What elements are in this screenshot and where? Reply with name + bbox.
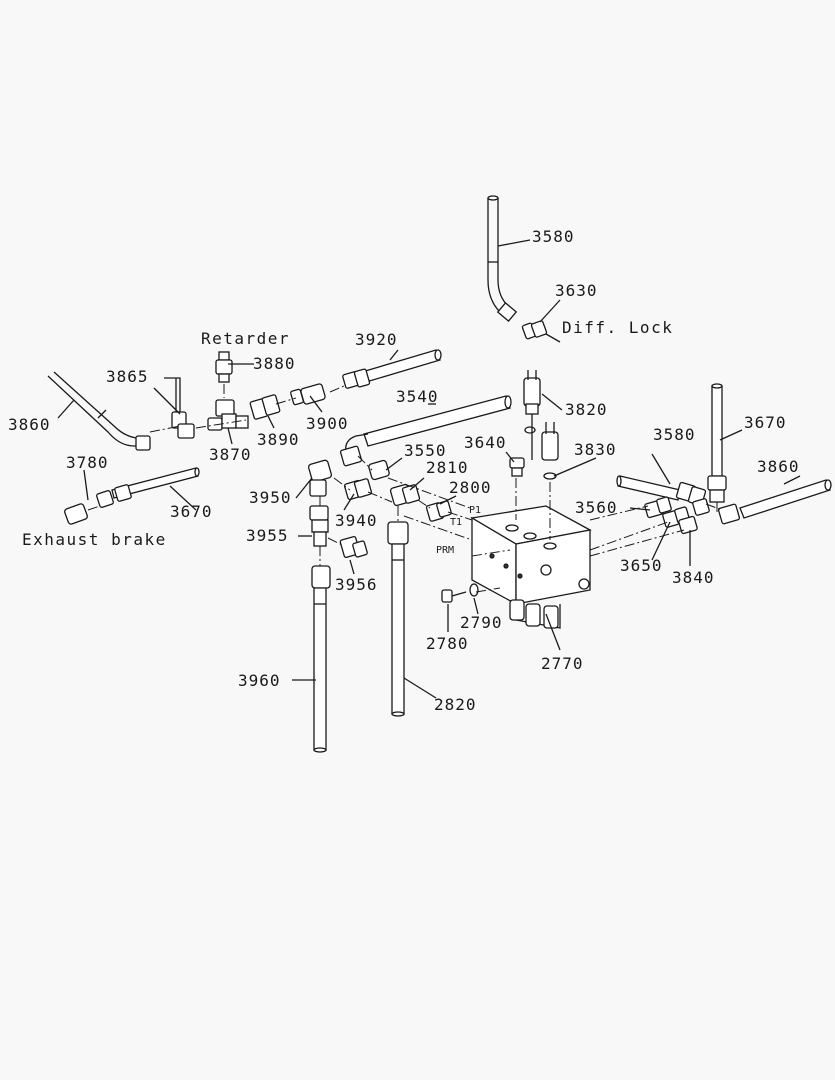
callout-3960: 3960 [238, 671, 281, 690]
fitting-3940 [343, 478, 373, 501]
leader-lines [57, 239, 801, 699]
callout-3860-left: 3860 [8, 415, 51, 434]
fittings-3560-3650-3840 [644, 496, 710, 535]
pipe-3920 [342, 349, 442, 389]
callout-3920: 3920 [355, 330, 398, 349]
callout-2770: 2770 [541, 654, 584, 673]
sensor-3820 [523, 370, 559, 461]
callout-3840: 3840 [672, 568, 715, 587]
callout-3580-right: 3580 [653, 425, 696, 444]
pipe-3670-right [707, 383, 727, 503]
tee-3955 [309, 505, 329, 547]
plug-3640 [509, 457, 525, 477]
callout-3900: 3900 [306, 414, 349, 433]
callout-3940: 3940 [335, 511, 378, 530]
fitting-2810 [389, 483, 421, 507]
callout-3670-left: 3670 [170, 502, 213, 521]
fitting-3630 [521, 320, 561, 343]
fitting-3550 [368, 459, 390, 481]
fitting-3880 [215, 351, 233, 383]
pipe-2820 [387, 521, 409, 717]
callout-3650: 3650 [620, 556, 663, 575]
note-diff-lock: Diff. Lock [562, 318, 673, 337]
callout-3560: 3560 [575, 498, 618, 517]
callout-3820: 3820 [565, 400, 608, 419]
callout-2810: 2810 [426, 458, 469, 477]
callout-3890: 3890 [257, 430, 300, 449]
callout-3865: 3865 [106, 367, 149, 386]
callout-3780: 3780 [66, 453, 109, 472]
callout-3630: 3630 [555, 281, 598, 300]
port-label-t1: T1 [450, 517, 462, 528]
callout-2780: 2780 [426, 634, 469, 653]
fitting-3780 [64, 490, 114, 525]
elbow-3950 [307, 459, 333, 497]
tee-3870 [207, 399, 249, 431]
callout-3950: 3950 [249, 488, 292, 507]
callout-3955: 3955 [246, 526, 289, 545]
fitting-3865 [164, 377, 195, 439]
callout-3956: 3956 [335, 575, 378, 594]
callout-3670-right: 3670 [744, 413, 787, 432]
port-label-prm: PRM [436, 545, 454, 556]
callout-3860-right: 3860 [757, 457, 800, 476]
pipe-3860-left [47, 371, 151, 451]
washer-2790 [469, 583, 479, 597]
fitting-3900 [290, 383, 326, 406]
note-exhaust-brake: Exhaust brake [22, 530, 167, 549]
bolt-2780 [441, 589, 467, 603]
port-label-p1: P1 [469, 505, 481, 516]
callout-3880: 3880 [253, 354, 296, 373]
callout-3540: 3540 [396, 387, 439, 406]
pipe-3580-right [616, 475, 707, 506]
note-retarder: Retarder [201, 329, 290, 348]
pipe-3860-right [717, 479, 832, 525]
washer-3830 [543, 472, 557, 480]
fitting-2800 [425, 500, 452, 522]
pipe-3960 [311, 565, 331, 753]
pipe-3580-upper [487, 195, 518, 323]
pipe-3540 [339, 395, 512, 467]
callout-3580: 3580 [532, 227, 575, 246]
callout-2820: 2820 [434, 695, 477, 714]
callout-2800: 2800 [449, 478, 492, 497]
callout-3870: 3870 [209, 445, 252, 464]
fitting-3890 [249, 394, 281, 420]
callout-3640: 3640 [464, 433, 507, 452]
fitting-3956 [339, 535, 368, 559]
callout-3550: 3550 [404, 441, 447, 460]
pipe-3670-left [111, 467, 200, 502]
valve-block-2770 [470, 505, 592, 629]
assembly-center-lines [87, 384, 723, 593]
callout-2790: 2790 [460, 613, 503, 632]
callout-3830: 3830 [574, 440, 617, 459]
